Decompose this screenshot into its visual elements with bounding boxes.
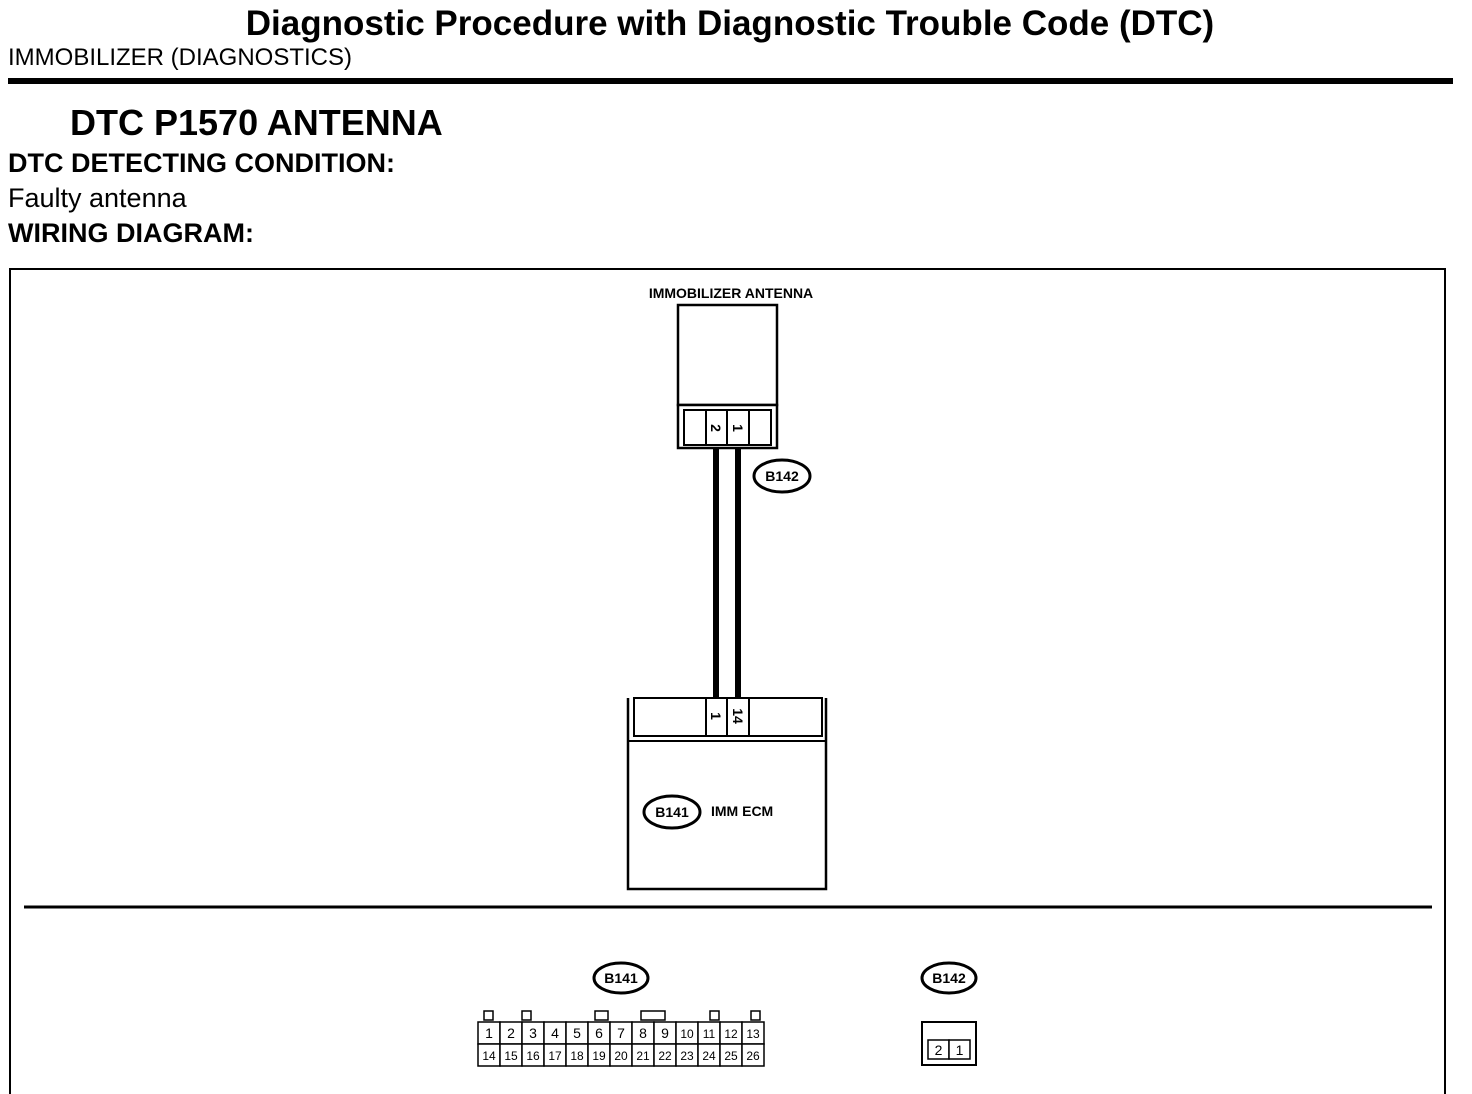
b141-pin-label: 7 xyxy=(617,1025,625,1041)
b141-pin-label: 22 xyxy=(658,1049,672,1063)
page-subtitle: IMMOBILIZER (DIAGNOSTICS) xyxy=(8,44,353,71)
ecm-label: IMM ECM xyxy=(711,803,773,819)
connector-view-b142-tag xyxy=(920,961,978,995)
b141-pin-label: 25 xyxy=(724,1049,738,1063)
ecm-body xyxy=(626,698,828,891)
b141-pin-label: 6 xyxy=(595,1025,603,1041)
connector-tag-b142-text: B142 xyxy=(765,468,799,484)
connector-view-b142-label: B142 xyxy=(932,970,966,986)
antenna-body xyxy=(676,303,779,407)
connector-tag-b141-text: B141 xyxy=(655,804,689,820)
antenna-label: IMMOBILIZER ANTENNA xyxy=(649,285,813,301)
page-title: Diagnostic Procedure with Diagnostic Tro… xyxy=(245,4,1215,43)
connector-tag-b142 xyxy=(752,458,812,494)
b141-pin-label: 26 xyxy=(746,1049,760,1063)
condition-heading: DTC DETECTING CONDITION: xyxy=(8,148,395,178)
b141-pin-label: 3 xyxy=(529,1025,537,1041)
b141-pin-label: 24 xyxy=(702,1049,716,1063)
diagram-frame xyxy=(9,268,1446,1094)
dtc-title: DTC P1570 ANTENNA xyxy=(70,102,443,143)
b141-pin-label: 9 xyxy=(661,1025,669,1041)
b141-pin-label: 2 xyxy=(507,1025,515,1041)
connector-view-b141-tag xyxy=(592,961,650,995)
b141-pin-label: 11 xyxy=(703,1027,716,1041)
b141-pin-label: 12 xyxy=(724,1027,738,1041)
wiring-heading: WIRING DIAGRAM: xyxy=(8,218,254,248)
connector-tag-b141 xyxy=(642,794,702,830)
b141-pin-label: 13 xyxy=(746,1027,760,1041)
ecm-pin-14: 14 xyxy=(730,708,746,724)
b141-pin-label: 5 xyxy=(573,1025,581,1041)
antenna-pin-1: 1 xyxy=(730,424,746,432)
b141-pin-label: 23 xyxy=(680,1049,694,1063)
b141-pin-label: 18 xyxy=(570,1049,584,1063)
b141-pin-label: 15 xyxy=(504,1049,518,1063)
connector-view-b142: 2 1 xyxy=(921,1021,977,1066)
ecm-pin-1: 1 xyxy=(708,712,724,720)
b141-pin-cell xyxy=(741,1043,765,1067)
b142-pin-2: 2 xyxy=(935,1042,943,1058)
condition-text: Faulty antenna xyxy=(8,183,187,213)
b142-cell-pin-1 xyxy=(948,1039,971,1060)
b142-pin-1: 1 xyxy=(956,1042,964,1058)
b141-pin-label: 1 xyxy=(485,1025,493,1041)
connector-view-b141-label: B141 xyxy=(604,970,638,986)
b141-pin-label: 21 xyxy=(636,1049,650,1063)
b141-pin-label: 20 xyxy=(614,1049,628,1063)
b141-pin-label: 19 xyxy=(592,1049,606,1063)
antenna-pin-2: 2 xyxy=(708,424,724,432)
b141-pin-label: 8 xyxy=(639,1025,647,1041)
header-rule xyxy=(8,78,1453,84)
b141-pin-label: 17 xyxy=(548,1049,562,1063)
b141-pin-label: 14 xyxy=(482,1049,496,1063)
b141-pin-label: 16 xyxy=(526,1049,540,1063)
b141-pin-label: 10 xyxy=(680,1027,694,1041)
b141-pin-label: 4 xyxy=(551,1025,559,1041)
